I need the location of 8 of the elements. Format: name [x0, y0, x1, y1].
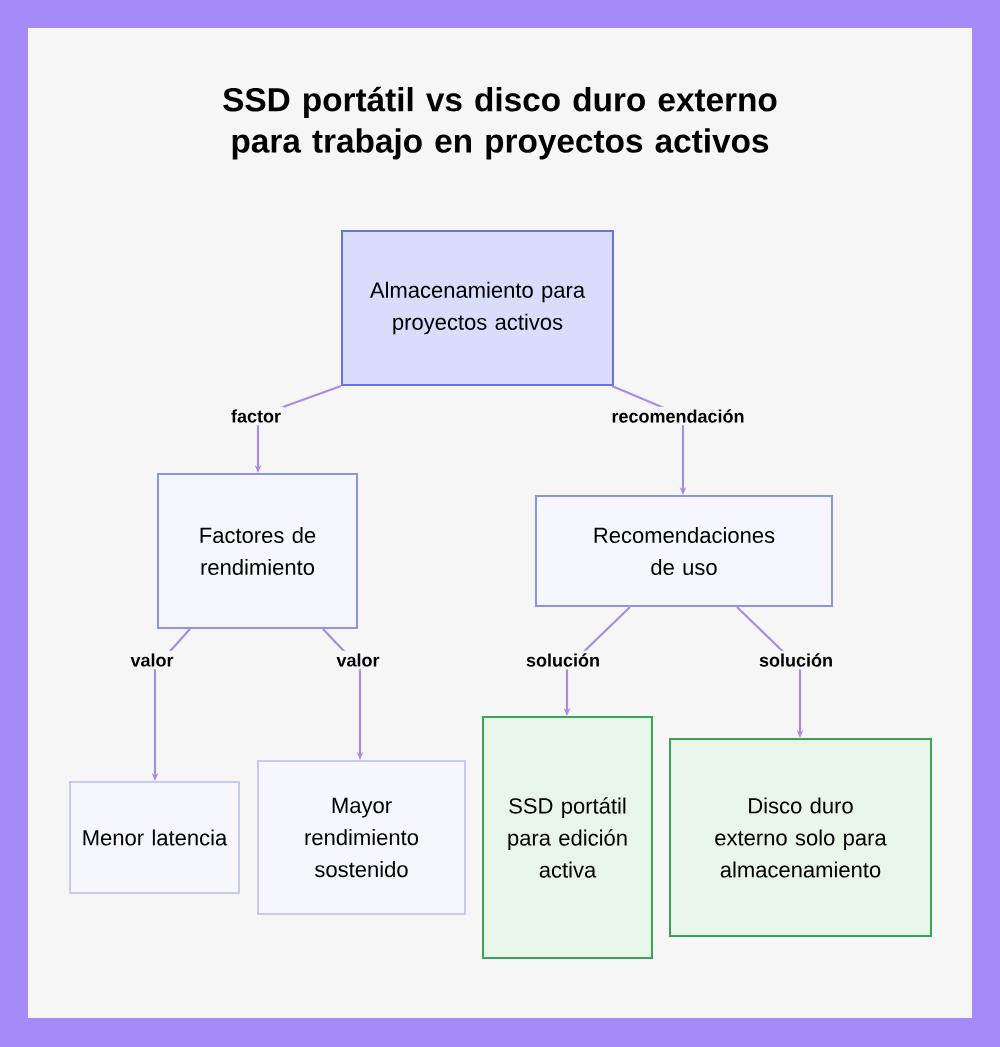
solution-box: Disco duro externo solo para almacenamiento [669, 738, 932, 937]
process-box: Factores de rendimiento [157, 473, 358, 629]
process-box: Recomendaciones de uso [535, 495, 833, 607]
process-box: Menor latencia [69, 781, 240, 894]
process-box: Almacenamiento para proyectos activos [341, 230, 614, 386]
process-box: Mayor rendimiento sostenido [257, 760, 466, 915]
title: SSD portátil vs disco duro externo para trabajo en proyectos activos [223, 86, 777, 160]
solution-box: SSD portátil para edición activa [482, 716, 653, 959]
